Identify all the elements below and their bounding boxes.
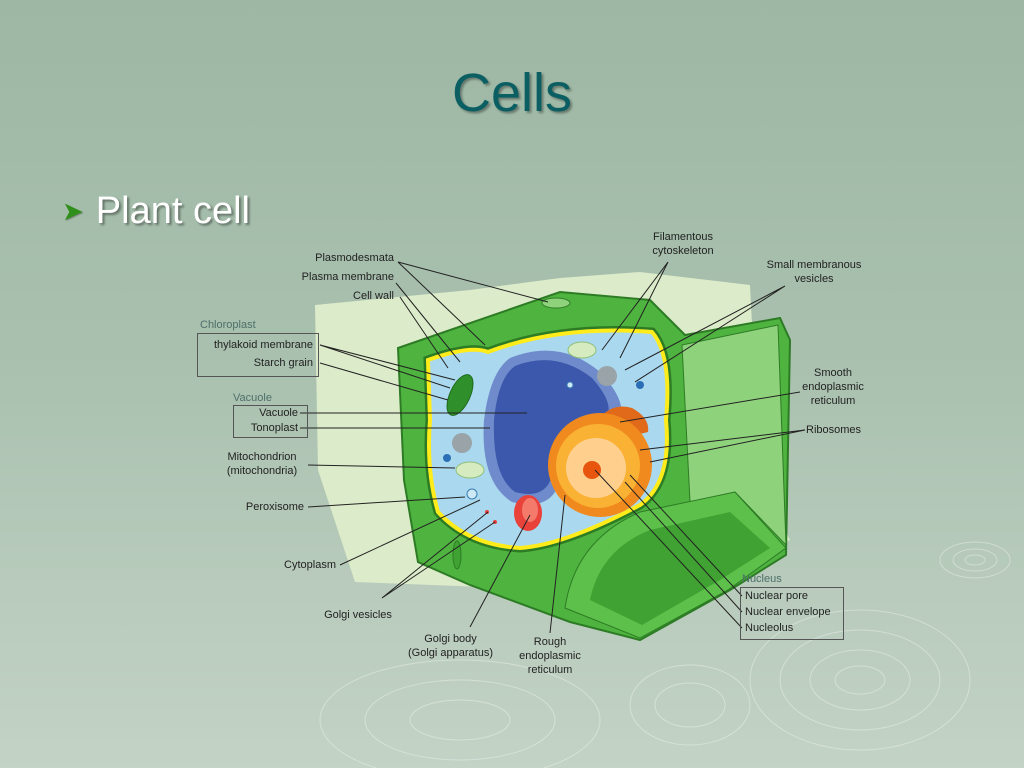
- nucleus-group-box: [740, 587, 844, 640]
- label-small-vesicles-line1: Small membranous: [766, 259, 862, 271]
- label-filamentous-line2: cytoskeleton: [652, 245, 714, 257]
- label-golgi-body-line2: (Golgi apparatus): [408, 647, 493, 659]
- label-smooth-er-line3: reticulum: [810, 395, 856, 407]
- label-rough-er-line2: endoplasmic: [519, 650, 581, 662]
- cell-wall-side-face: [681, 324, 787, 547]
- label-thylakoid-membrane: thylakoid membrane: [213, 339, 313, 351]
- label-plasmodesmata: Plasmodesmata: [315, 252, 394, 264]
- label-filamentous-line1: Filamentous: [653, 231, 713, 243]
- label-rough-er-line3: reticulum: [527, 664, 573, 676]
- label-cell-wall: Cell wall: [353, 290, 394, 302]
- label-nuclear-envelope: Nuclear envelope: [745, 606, 831, 618]
- label-rough-er: Rough endoplasmic reticulum: [510, 635, 590, 677]
- label-filamentous-cytoskeleton: Filamentous cytoskeleton: [640, 230, 726, 258]
- leader-lines: [300, 261, 806, 634]
- label-mitochondrion-line2: (mitochondria): [226, 465, 298, 477]
- bullet-text: Plant cell: [95, 190, 250, 232]
- mitochondrion: [455, 461, 485, 479]
- label-nucleus-group: Nucleus: [742, 573, 782, 585]
- label-smooth-er-line1: Smooth: [814, 367, 852, 379]
- label-nuclear-pore: Nuclear pore: [745, 590, 808, 602]
- label-smooth-er: Smooth endoplasmic reticulum: [792, 366, 874, 408]
- plasmodesmata-pore: [541, 297, 571, 309]
- peroxisome: [466, 488, 478, 500]
- label-rough-er-line1: Rough: [533, 636, 567, 648]
- vacuole-group-box: [233, 405, 308, 438]
- label-smooth-er-line2: endoplasmic: [802, 381, 864, 393]
- label-ribosomes: Ribosomes: [806, 424, 862, 436]
- label-plasma-membrane: Plasma membrane: [301, 271, 394, 283]
- label-golgi-vesicles: Golgi vesicles: [324, 609, 392, 621]
- label-golgi-body: Golgi body (Golgi apparatus): [393, 632, 508, 660]
- label-peroxisome: Peroxisome: [245, 501, 304, 513]
- label-chloroplast-group: Chloroplast: [200, 319, 256, 331]
- bullet-arrow-icon: ➤: [62, 196, 84, 226]
- label-tonoplast: Tonoplast: [250, 422, 298, 434]
- slide-title: Cells: [451, 63, 573, 123]
- label-cytoplasm: Cytoplasm: [284, 559, 336, 571]
- bullet-item: ➤ Plant cell: [62, 190, 250, 233]
- chloroplast: [446, 374, 474, 416]
- label-starch-grain: Starch grain: [253, 357, 313, 369]
- label-mitochondrion: Mitochondrion (mitochondria): [218, 450, 306, 478]
- label-small-membranous-vesicles: Small membranous vesicles: [755, 258, 873, 286]
- label-mitochondrion-line1: Mitochondrion: [227, 451, 297, 463]
- chloroplast-group-box: [197, 333, 319, 377]
- label-vacuole: Vacuole: [259, 407, 298, 419]
- label-small-vesicles-line2: vesicles: [794, 273, 834, 285]
- label-nucleolus: Nucleolus: [745, 622, 794, 634]
- label-golgi-body-line1: Golgi body: [424, 633, 477, 645]
- label-vacuole-group: Vacuole: [233, 392, 272, 404]
- nucleolus-shape: [583, 461, 601, 479]
